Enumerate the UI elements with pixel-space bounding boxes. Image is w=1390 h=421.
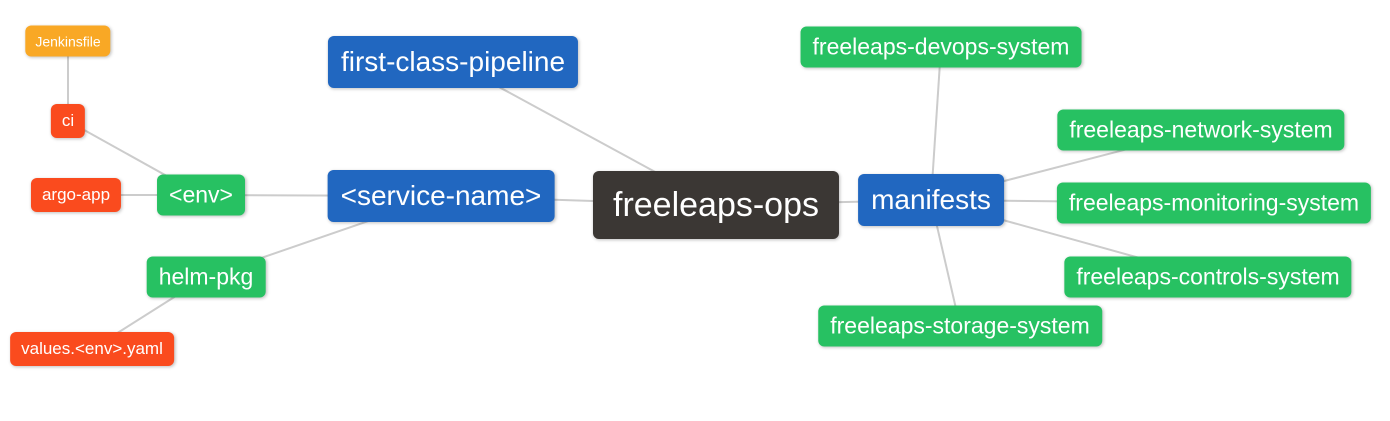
node-ci[interactable]: ci bbox=[50, 104, 86, 138]
node-freeleaps-controls-system[interactable]: freeleaps-controls-system bbox=[1064, 256, 1352, 298]
node-first-class-pipeline[interactable]: first-class-pipeline bbox=[327, 36, 579, 88]
node-service-name[interactable]: <service-name> bbox=[327, 170, 555, 222]
node-freeleaps-monitoring-system[interactable]: freeleaps-monitoring-system bbox=[1056, 182, 1372, 224]
node-helm-pkg[interactable]: helm-pkg bbox=[146, 256, 266, 298]
node-env[interactable]: <env> bbox=[157, 174, 245, 216]
node-freeleaps-network-system[interactable]: freeleaps-network-system bbox=[1057, 109, 1345, 151]
node-jenkinsfile[interactable]: Jenkinsfile bbox=[25, 25, 111, 57]
node-manifests[interactable]: manifests bbox=[858, 174, 1004, 226]
node-freeleaps-devops-system[interactable]: freeleaps-devops-system bbox=[800, 26, 1082, 68]
node-freeleaps-ops-root[interactable]: freeleaps-ops bbox=[592, 171, 840, 239]
node-values-env-yaml[interactable]: values.<env>.yaml bbox=[10, 332, 174, 366]
node-freeleaps-storage-system[interactable]: freeleaps-storage-system bbox=[818, 305, 1102, 347]
node-argo-app[interactable]: argo-app bbox=[30, 178, 122, 212]
